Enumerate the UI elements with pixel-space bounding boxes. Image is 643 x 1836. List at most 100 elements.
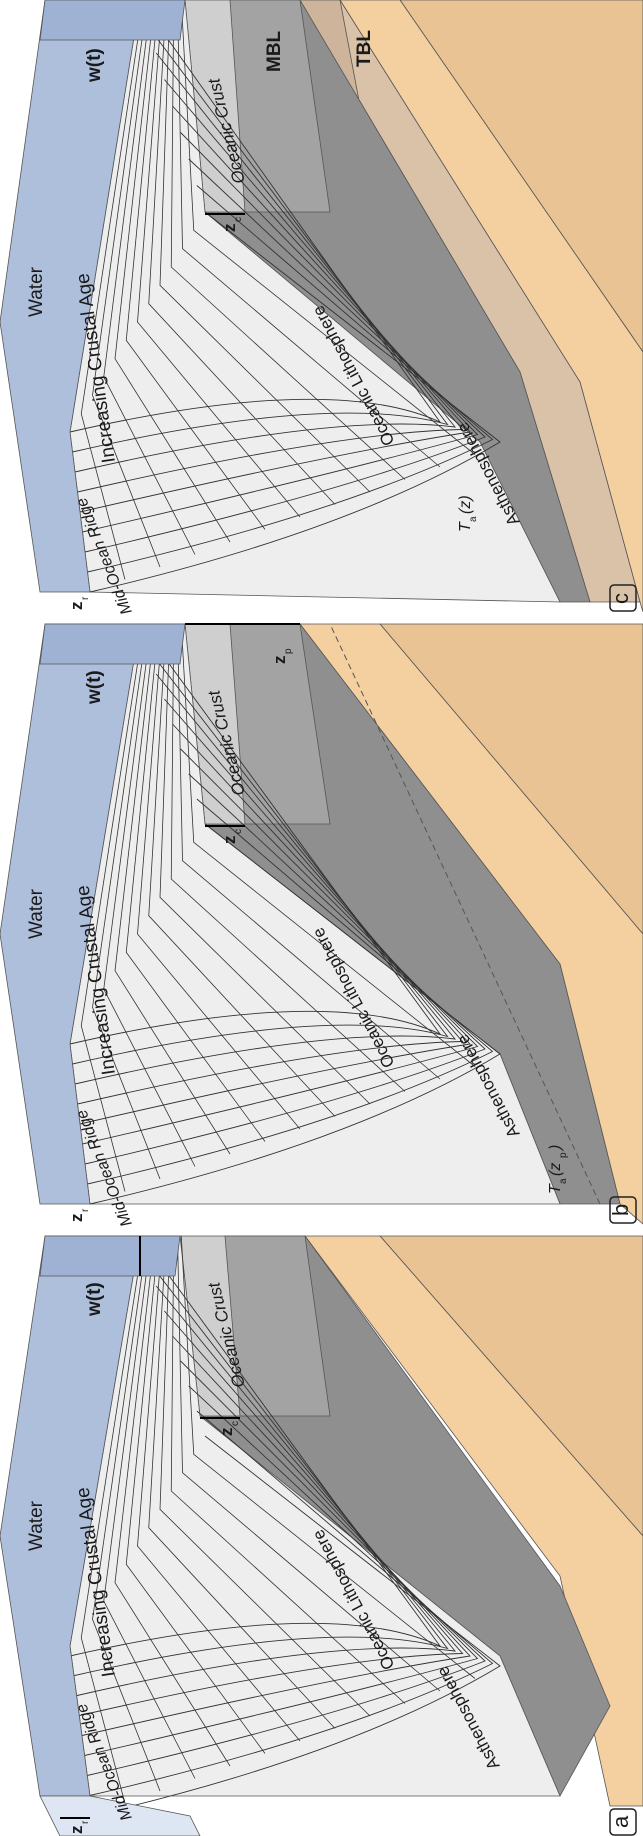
panel-tag-box bbox=[609, 584, 637, 612]
water-label: Water bbox=[26, 1500, 47, 1551]
grid-line bbox=[125, 623, 266, 1142]
svg-text:c: c bbox=[233, 829, 244, 834]
svg-text:w(t): w(t) bbox=[84, 48, 105, 83]
grid-line bbox=[72, 1260, 449, 1677]
grid-line bbox=[114, 623, 231, 1155]
grid-line bbox=[82, 132, 479, 533]
grid-line bbox=[77, 79, 464, 493]
grid-line bbox=[92, 0, 161, 568]
wt-marker: w(t) bbox=[84, 1236, 141, 1317]
panel-tag-box bbox=[609, 1808, 637, 1836]
ta-marker: T a (z) bbox=[457, 495, 479, 532]
panel-tag: a bbox=[608, 1815, 633, 1828]
svg-text:c: c bbox=[230, 1421, 241, 1426]
seafloor-grid bbox=[69, 0, 501, 593]
panel-a: a Water Mid-Ocean Ridge Increasing Crust… bbox=[0, 1235, 643, 1836]
grid-line bbox=[180, 0, 476, 455]
svg-text:T: T bbox=[457, 521, 474, 532]
svg-text:z: z bbox=[270, 656, 289, 665]
panel-tag-box bbox=[609, 1196, 637, 1224]
grid-line bbox=[92, 623, 161, 1180]
grid-line bbox=[137, 623, 301, 1130]
svg-text:T: T bbox=[547, 1183, 564, 1194]
grid-line bbox=[80, 1235, 145, 1804]
grid-line bbox=[79, 1335, 471, 1737]
svg-text:p: p bbox=[558, 1152, 569, 1158]
grid-line bbox=[170, 623, 406, 1092]
svg-text:w(t): w(t) bbox=[84, 1282, 105, 1317]
grid-line bbox=[87, 798, 494, 1185]
grid-line bbox=[148, 0, 336, 505]
grid-line bbox=[125, 1235, 266, 1754]
zr-marker: z r bbox=[67, 596, 91, 610]
svg-text:): ) bbox=[547, 1145, 564, 1152]
svg-text:z: z bbox=[220, 224, 239, 233]
water-front bbox=[39, 0, 186, 41]
water-label: Water bbox=[26, 888, 47, 939]
zc-marker: z c bbox=[205, 825, 245, 845]
svg-text:z: z bbox=[67, 602, 86, 611]
svg-text:p: p bbox=[283, 648, 294, 654]
grid-line bbox=[69, 0, 442, 433]
grid-line bbox=[72, 648, 449, 1065]
grid-line bbox=[89, 1435, 501, 1817]
zc-marker: z c bbox=[205, 213, 245, 233]
grid-line bbox=[103, 1235, 196, 1779]
svg-text:a: a bbox=[468, 516, 479, 522]
panel-tag: c bbox=[608, 593, 633, 604]
zc-marker: z c bbox=[200, 1417, 241, 1437]
grid-line bbox=[84, 158, 486, 553]
svg-text:z: z bbox=[220, 836, 239, 845]
zr-marker: z r bbox=[60, 1817, 91, 1835]
seafloor-grid bbox=[69, 623, 501, 1205]
grid-line bbox=[82, 1360, 479, 1757]
svg-text:r: r bbox=[80, 596, 91, 600]
grid-line bbox=[148, 1235, 336, 1729]
ridge-side bbox=[39, 1795, 201, 1836]
grid-line bbox=[180, 623, 476, 1067]
grid-line bbox=[103, 623, 196, 1167]
grid-line bbox=[80, 623, 145, 1192]
svg-text:MBL: MBL bbox=[264, 30, 285, 72]
grid-line bbox=[77, 698, 464, 1105]
wt-marker: w(t) bbox=[84, 48, 105, 83]
grid-line bbox=[84, 1385, 486, 1777]
grid-line bbox=[125, 0, 266, 530]
grid-line bbox=[159, 0, 371, 493]
grid-line bbox=[137, 1235, 301, 1742]
zr-marker: z r bbox=[67, 1208, 91, 1222]
grid-line bbox=[170, 1235, 406, 1704]
svg-text:w(t): w(t) bbox=[84, 670, 105, 705]
isotherm-line bbox=[329, 623, 601, 1205]
grid-line bbox=[89, 823, 501, 1205]
grid-line bbox=[89, 211, 501, 593]
svg-text:z: z bbox=[67, 1214, 86, 1223]
ta-marker: T a (z p ) bbox=[547, 1145, 569, 1194]
grid-line bbox=[79, 105, 471, 513]
svg-text:(z: (z bbox=[547, 1163, 564, 1176]
tbl-marker: TBL bbox=[354, 30, 375, 67]
water-top bbox=[0, 0, 141, 593]
svg-text:TBL: TBL bbox=[354, 30, 375, 67]
grid-line bbox=[180, 1235, 476, 1679]
grid-line bbox=[114, 1235, 231, 1767]
svg-text:z: z bbox=[217, 1428, 236, 1437]
grid-line bbox=[177, 1235, 441, 1692]
grid-line bbox=[87, 1410, 494, 1797]
grid-line bbox=[69, 1235, 442, 1657]
water-front bbox=[39, 1235, 181, 1277]
grid-line bbox=[159, 623, 371, 1105]
grid-line bbox=[74, 1285, 457, 1697]
grid-line bbox=[92, 1235, 161, 1792]
svg-text:z: z bbox=[67, 1826, 86, 1835]
svg-text:r: r bbox=[80, 1820, 91, 1824]
grid-line bbox=[159, 1235, 371, 1717]
grid-line bbox=[170, 0, 406, 480]
grid-line bbox=[80, 0, 145, 580]
grid-line bbox=[77, 1310, 464, 1717]
svg-text:r: r bbox=[80, 1208, 91, 1212]
grid-line bbox=[82, 748, 479, 1145]
